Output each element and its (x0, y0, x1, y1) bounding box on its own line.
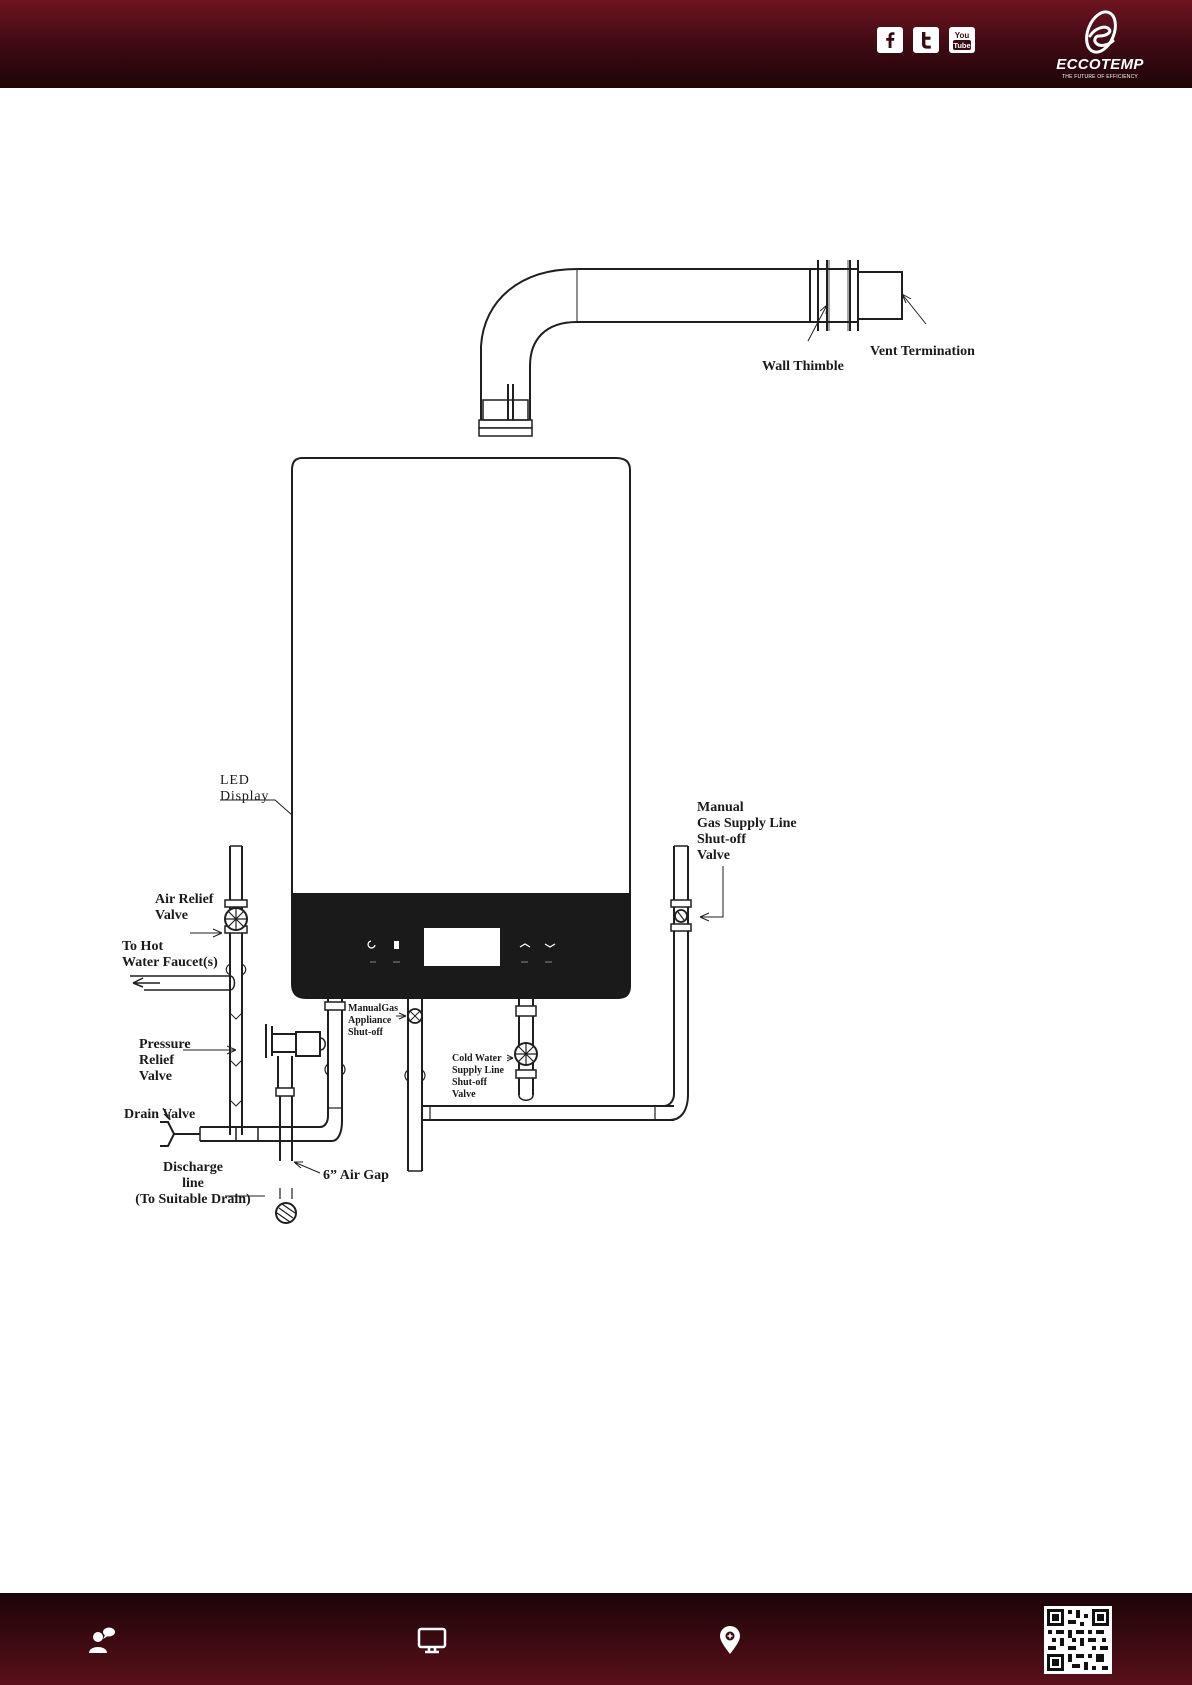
label-pressure-relief-line2: Relief (139, 1053, 174, 1068)
label-cold-water-line2: Supply Line (452, 1065, 505, 1076)
label-discharge-line1: Discharge (163, 1160, 223, 1175)
contact-icon[interactable] (85, 1623, 119, 1657)
air-relief-valve (224, 907, 248, 931)
cold-water-line (514, 998, 538, 1101)
label-cold-water-line4: Valve (452, 1089, 476, 1100)
leader-lines (162, 293, 927, 1197)
label-air-gap: 6” Air Gap (323, 1168, 389, 1183)
label-cold-water-line1: Cold Water (452, 1053, 502, 1064)
gas-appliance-line (404, 998, 426, 1172)
vent-pipe (478, 260, 903, 437)
label-gas-appliance-line1: ManualGas (348, 1003, 398, 1014)
label-led-display-line1: LED (220, 773, 250, 788)
label-air-relief-line2: Valve (155, 908, 188, 923)
brand-tagline: THE FUTURE OF EFFICIENCY (1062, 74, 1138, 80)
cold-water-shutoff-valve (514, 1042, 538, 1066)
label-air-relief-line1: Air Relief (155, 892, 214, 907)
label-manual-gas-line3: Shut-off (697, 832, 746, 847)
label-drain-valve: Drain Valve (124, 1107, 195, 1122)
label-discharge-line3: (To Suitable Drain) (135, 1192, 251, 1207)
led-display-screen (424, 928, 500, 966)
twitter-icon[interactable] (913, 27, 939, 53)
logo-emblem-icon (1085, 10, 1117, 54)
up-icon (519, 943, 531, 948)
label-hot-water-line2: Water Faucet(s) (122, 955, 218, 970)
facebook-icon[interactable] (877, 27, 903, 53)
heater-outlet-pipe (319, 998, 346, 1142)
youtube-icon[interactable]: You Tube (949, 27, 975, 53)
drain-valve (160, 1121, 200, 1147)
label-manual-gas-line4: Valve (697, 848, 730, 863)
label-gas-appliance-line2: Appliance (348, 1015, 392, 1026)
label-cold-water-line3: Shut-off (452, 1077, 488, 1088)
footer-bar (0, 1593, 1192, 1685)
label-discharge-line2: line (182, 1176, 204, 1191)
svg-text:Tube: Tube (953, 41, 970, 50)
monitor-icon[interactable] (415, 1623, 449, 1657)
pressure-relief-assembly (265, 1024, 326, 1224)
brand-name: ECCOTEMP (1056, 56, 1144, 73)
gas-supply-line (422, 845, 692, 1121)
label-led-display-line2: Display (220, 789, 269, 804)
svg-text:You: You (955, 31, 970, 40)
water-heater-unit (291, 457, 631, 999)
lock-icon (394, 941, 399, 949)
location-pin-icon[interactable] (713, 1623, 747, 1657)
installation-diagram: Vent Termination Wall Thimble LED Displa… (122, 260, 975, 1224)
qr-code-icon[interactable] (1044, 1606, 1112, 1674)
header-bar: You Tube ECCOTEMP THE FUTURE OF EFFICIEN… (0, 0, 1192, 88)
label-wall-thimble: Wall Thimble (762, 359, 844, 374)
hot-water-riser (130, 845, 332, 1147)
floor-drain-icon (275, 1202, 297, 1224)
label-hot-water-line1: To Hot (122, 939, 163, 954)
label-manual-gas-line1: Manual (697, 800, 744, 815)
label-gas-appliance-line3: Shut-off (348, 1027, 384, 1038)
label-vent-termination: Vent Termination (870, 344, 975, 359)
label-pressure-relief-line1: Pressure (139, 1037, 191, 1052)
label-pressure-relief-line3: Valve (139, 1069, 172, 1084)
power-icon (367, 940, 376, 949)
eccotemp-logo[interactable]: ECCOTEMP THE FUTURE OF EFFICIENCY (1045, 6, 1155, 82)
label-manual-gas-line2: Gas Supply Line (697, 816, 797, 831)
down-icon (544, 943, 556, 948)
